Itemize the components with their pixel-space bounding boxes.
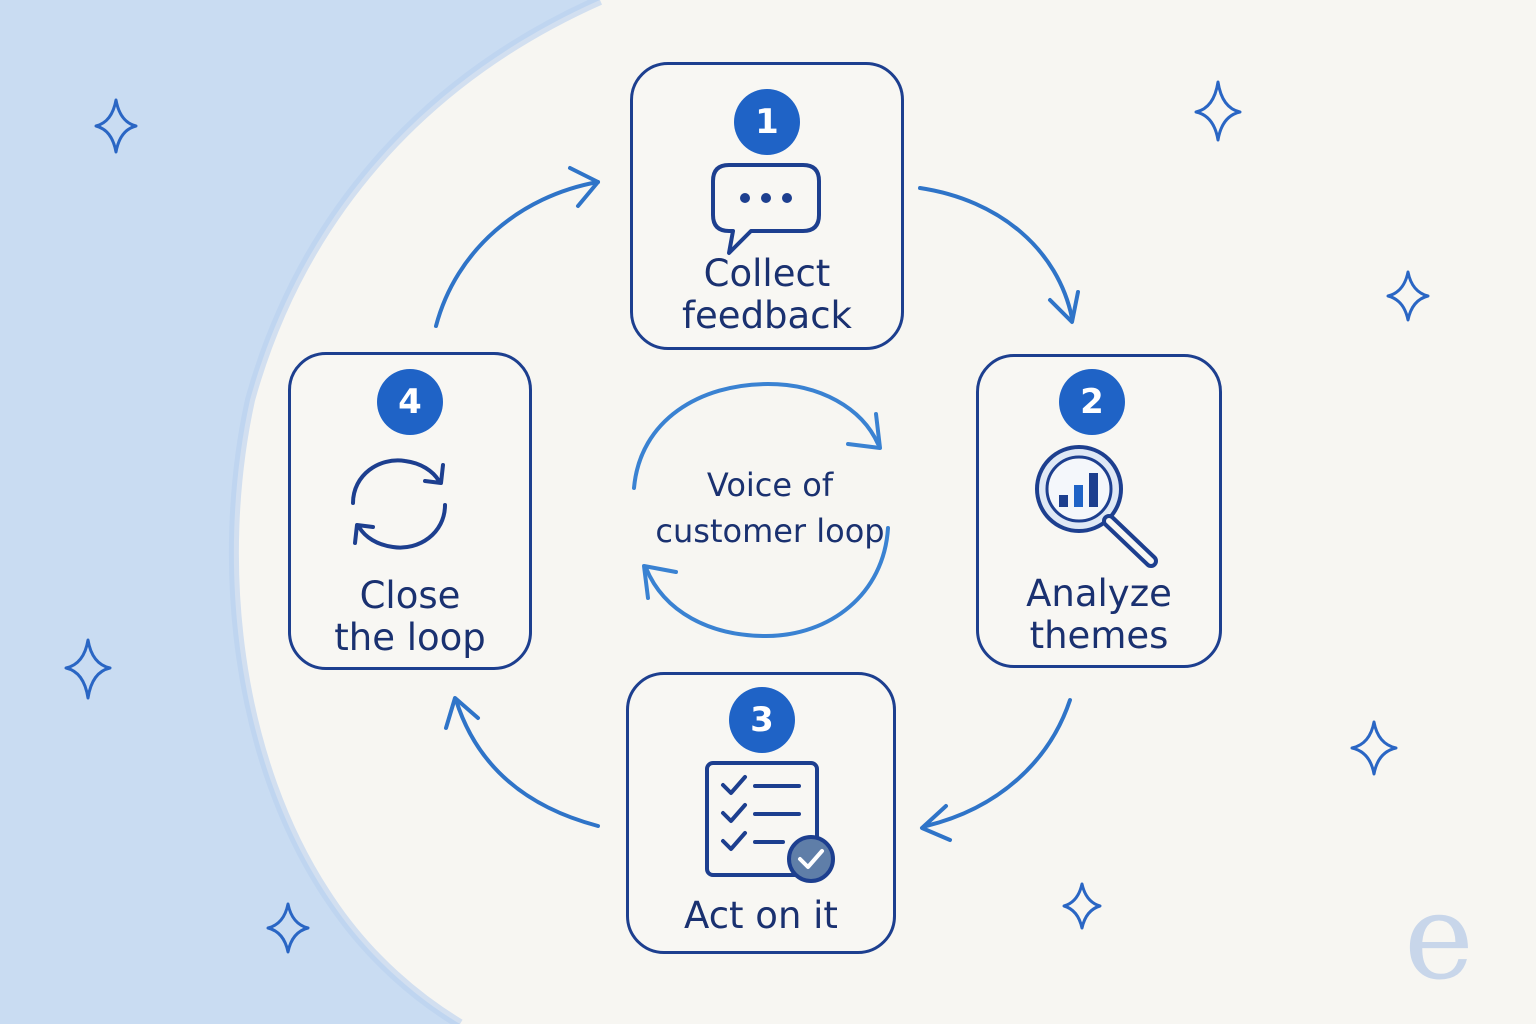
step-card-collect: 1 Collect feedback [630, 62, 904, 350]
center-loop-arrow-top-head [846, 412, 882, 450]
center-loop-arrow-bottom [644, 526, 890, 638]
center-loop-arrow-top [632, 382, 880, 490]
refresh-cycle-icon [351, 458, 447, 550]
step-number-badge: 4 [377, 369, 443, 435]
step-number-badge: 2 [1059, 369, 1125, 435]
step-number-badge: 1 [734, 89, 800, 155]
checklist-icon [705, 761, 835, 883]
step-card-analyze: 2 Analyze themes [976, 354, 1222, 668]
step-label-analyze: Analyze themes [1026, 572, 1172, 657]
sparkle-icon [64, 638, 112, 700]
sparkle-icon [1062, 882, 1102, 930]
sparkle-icon [1194, 80, 1242, 142]
step-label-close: Close the loop [334, 574, 486, 659]
center-loop-label: Voice of customer loop [655, 466, 885, 550]
step-card-close: 4 Close the loop [288, 352, 532, 670]
arrow-2-to-3 [924, 698, 1072, 828]
arrow-2-to-3-head [920, 804, 952, 842]
step-number-badge: 3 [729, 687, 795, 753]
blue-brush-edge [228, 0, 603, 1024]
arrow-1-to-2 [918, 186, 1074, 320]
magnifier-chart-icon [1035, 445, 1158, 568]
arrow-4-to-1-head [568, 166, 600, 208]
sparkle-icon [266, 902, 310, 954]
arrow-1-to-2-head [1048, 290, 1080, 324]
sparkle-icon [94, 98, 138, 154]
step-label-act: Act on it [684, 894, 838, 937]
sparkle-icon [1350, 720, 1398, 776]
brand-logo: e [1404, 868, 1474, 1006]
center-loop-arrow-bottom-head [642, 564, 678, 600]
sparkle-icon [1386, 270, 1430, 322]
step-label-collect: Collect feedback [682, 252, 852, 337]
arrow-4-to-1 [434, 180, 600, 328]
arrow-3-to-4 [454, 698, 600, 828]
blue-brush-wash [0, 0, 600, 1024]
step-card-act: 3 Act on it [626, 672, 896, 954]
arrow-3-to-4-head [444, 696, 480, 730]
chat-bubble-icon [711, 163, 821, 255]
